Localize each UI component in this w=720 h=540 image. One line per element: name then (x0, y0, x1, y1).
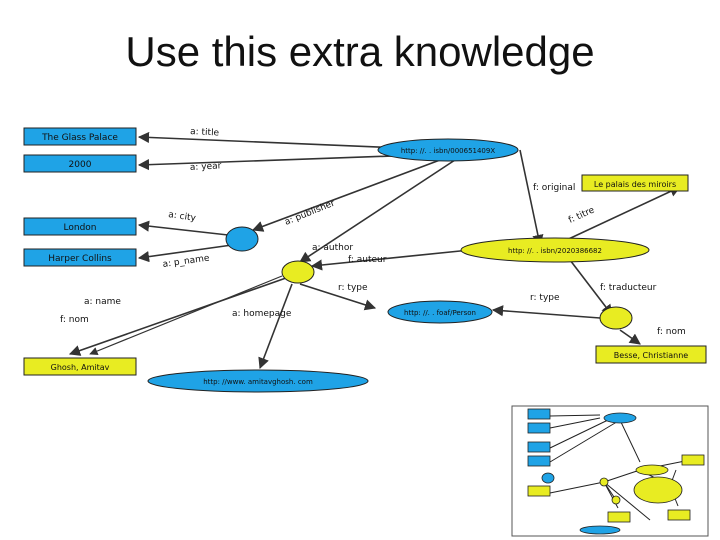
slide-title: Use this extra knowledge (125, 28, 595, 75)
node-foaf-person-label: http: //. . foaf/Person (404, 309, 476, 317)
edge-a-publisher (251, 159, 441, 232)
edge-f-original (519, 149, 544, 247)
literal-box-besse (595, 345, 707, 364)
edge-a-author (299, 159, 456, 263)
node-homepage-url-label: http: //www. amitavghosh. com (203, 378, 313, 386)
literal-harper: Harper Collins (48, 254, 112, 264)
pred-a-homepage: a: homepage (232, 309, 292, 319)
literal-london: London (64, 223, 97, 233)
pred-a-name: a: name (84, 297, 121, 307)
edge-f-auteur (310, 249, 471, 271)
pred-f-nom: f: nom (60, 315, 89, 325)
pred-r-type: r: type (530, 293, 560, 303)
pred-a-title: a: title (190, 127, 220, 139)
edge-a-city (137, 220, 229, 236)
blank-node-translator (599, 306, 633, 330)
literal-glass-palace: The Glass Palace (41, 133, 118, 143)
literal-year: 2000 (69, 160, 92, 170)
pred-a-year: a: year (190, 161, 222, 173)
node-foaf-person (387, 300, 493, 324)
pred-f-original: f: original (533, 183, 575, 193)
literal-box-glass-palace (23, 127, 137, 146)
edge-r-type-translator (491, 305, 601, 319)
edge-f-nom-translator (619, 329, 641, 345)
literal-ghosh: Ghosh, Amitav (51, 363, 110, 372)
edge-a-p-name (137, 244, 233, 263)
node-isbn-fr (460, 237, 650, 263)
node-homepage-url (147, 369, 369, 393)
pred-f-auteur: f: auteur (348, 255, 387, 265)
pred-f-type: r: type (338, 283, 368, 293)
literal-box-london (23, 217, 137, 236)
pred-f-traducteur: f: traducteur (600, 283, 657, 293)
literal-box-palais (581, 174, 689, 192)
literal-besse: Besse, Christianne (614, 351, 688, 360)
pred-a-city: a: city (168, 210, 198, 224)
literal-box-harper (23, 248, 137, 267)
pred-f-titre: f: titre (567, 205, 596, 225)
edge-f-traducteur (569, 259, 613, 316)
pred-a-author: a: author (312, 243, 353, 253)
thumbnail-graph (511, 405, 709, 537)
literal-palais: Le palais des miroirs (594, 180, 676, 189)
literal-box-ghosh (23, 357, 137, 376)
edge-a-year (137, 154, 421, 171)
edge-a-name (68, 277, 287, 356)
node-isbn-en (377, 138, 519, 162)
pred-a-p-name: a: p_name (162, 253, 211, 270)
edge-f-nom-author (89, 275, 283, 356)
pred-f-nom-translator: f: nom (657, 327, 686, 337)
blank-node-author (281, 260, 315, 284)
edge-f-titre (559, 186, 682, 244)
literal-box-year (23, 154, 137, 173)
blank-node-publisher (225, 226, 259, 252)
pred-a-publisher: a: publisher (283, 198, 336, 227)
node-isbn-fr-label: http: //. . isbn/2020386682 (508, 247, 602, 255)
edge-r-type-author (299, 283, 377, 311)
edge-a-homepage (258, 283, 293, 370)
node-isbn-en-label: http: //. . isbn/000651409X (401, 147, 495, 155)
